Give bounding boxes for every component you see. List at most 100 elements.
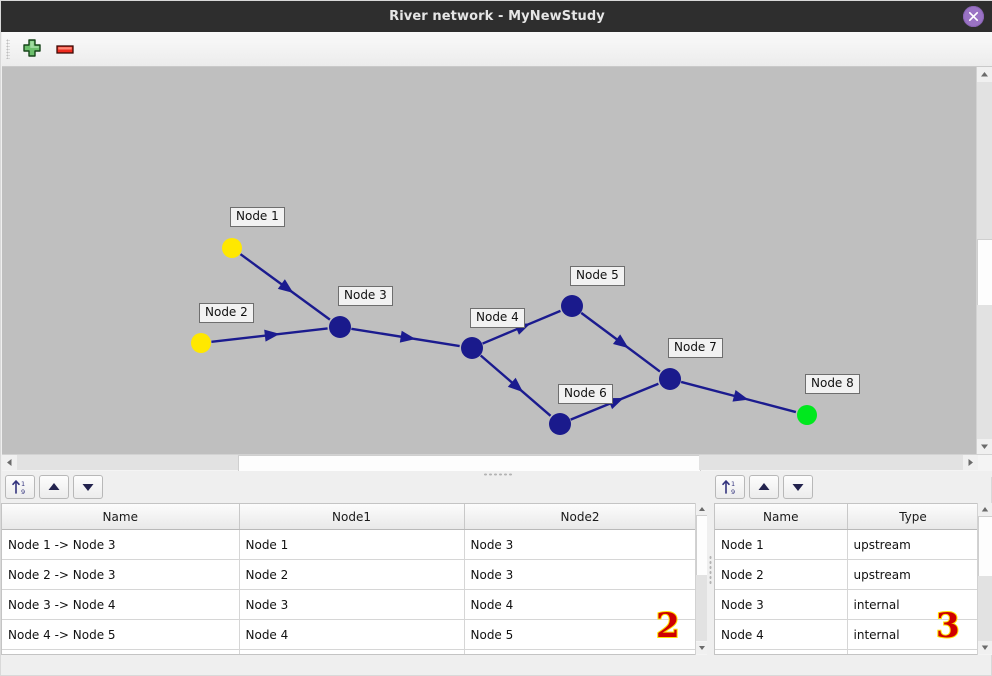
- graph-node-node-8[interactable]: [797, 405, 817, 425]
- table-cell[interactable]: Node 3 -> Node 4: [2, 589, 240, 620]
- scroll-thumb-horizontal[interactable]: [238, 455, 701, 472]
- table-cell-empty[interactable]: [2, 649, 240, 654]
- table-cell[interactable]: Node 2: [715, 559, 848, 590]
- scroll-down-arrow[interactable]: [977, 439, 992, 454]
- horizontal-splitter[interactable]: [2, 471, 992, 477]
- graph-vertical-scrollbar[interactable]: [976, 67, 992, 454]
- graph-node-node-1[interactable]: [222, 238, 242, 258]
- vertical-splitter[interactable]: [707, 477, 714, 675]
- table-cell[interactable]: Node 3: [715, 589, 848, 620]
- nodes-scroll-down-arrow[interactable]: [978, 641, 992, 654]
- graph-node-label[interactable]: Node 1: [230, 207, 285, 227]
- add-icon[interactable]: [19, 36, 45, 62]
- graph-node-node-5[interactable]: [561, 295, 583, 317]
- nodes-move-down-icon[interactable]: [783, 475, 813, 499]
- graph-edge-arrow-icon: [612, 334, 629, 349]
- graph-node-node-7[interactable]: [659, 368, 681, 390]
- graph-edge-arrow-icon: [277, 279, 294, 293]
- table-cell[interactable]: Node 1: [239, 529, 465, 560]
- table-empty-row[interactable]: [2, 649, 695, 654]
- column-header[interactable]: Node2: [464, 504, 695, 530]
- table-cell[interactable]: Node 3: [239, 589, 465, 620]
- table-cell[interactable]: Node 2: [239, 559, 465, 590]
- graph-node-label[interactable]: Node 3: [338, 286, 393, 306]
- table-cell-empty[interactable]: [464, 649, 695, 654]
- table-cell[interactable]: Node 1 -> Node 3: [2, 529, 240, 560]
- graph-node-node-3[interactable]: [329, 316, 351, 338]
- scroll-right-arrow[interactable]: [963, 455, 978, 470]
- toolbar-grip[interactable]: [6, 39, 10, 59]
- annotation-number-3: 3: [935, 606, 961, 646]
- graph-node-node-2[interactable]: [191, 333, 211, 353]
- nodes-scroll-track[interactable]: [978, 576, 992, 641]
- scroll-track-lower[interactable]: [977, 305, 992, 439]
- graph-node-node-4[interactable]: [461, 337, 483, 359]
- table-cell[interactable]: upstream: [847, 559, 977, 590]
- table-cell-empty[interactable]: [239, 649, 465, 654]
- table-empty-row[interactable]: [715, 649, 977, 654]
- table-cell-empty[interactable]: [715, 649, 848, 654]
- reaches-vertical-scrollbar[interactable]: [695, 503, 710, 655]
- reaches-scroll-down-arrow[interactable]: [696, 642, 708, 654]
- table-cell[interactable]: Node 4: [715, 619, 848, 650]
- nodes-scroll-up-arrow[interactable]: [978, 503, 992, 516]
- nodes-sort-icon[interactable]: 1 9: [715, 475, 745, 499]
- column-header[interactable]: Name: [2, 504, 240, 530]
- table-cell[interactable]: Node 2 -> Node 3: [2, 559, 240, 590]
- scroll-thumb-vertical[interactable]: [977, 239, 992, 307]
- svg-text:1: 1: [21, 480, 25, 488]
- graph-node-label[interactable]: Node 6: [558, 384, 613, 404]
- graph-node-label[interactable]: Node 5: [570, 266, 625, 286]
- hscroll-track-left[interactable]: [17, 455, 238, 470]
- reaches-sort-icon[interactable]: 1 9: [5, 475, 35, 499]
- table-cell[interactable]: Node 3: [464, 529, 695, 560]
- column-header[interactable]: Type: [847, 504, 977, 530]
- table-cell[interactable]: internal: [847, 589, 977, 620]
- delete-icon[interactable]: [52, 36, 78, 62]
- table-cell[interactable]: Node 1: [715, 529, 848, 560]
- nodes-move-up-icon[interactable]: [749, 475, 779, 499]
- table-cell[interactable]: Node 3: [464, 559, 695, 590]
- scroll-left-arrow[interactable]: [2, 455, 17, 470]
- graph-node-label[interactable]: Node 8: [805, 374, 860, 394]
- network-graph-canvas[interactable]: Node 1 Node 2 Node 3 Node 4 Node 5 Node 6 Node…: [2, 67, 992, 454]
- graph-edge-arrow-icon: [732, 390, 749, 402]
- nodes-vertical-scrollbar[interactable]: [977, 503, 992, 655]
- graph-node-node-6[interactable]: [549, 413, 571, 435]
- reaches-move-up-icon[interactable]: [39, 475, 69, 499]
- reaches-move-down-icon[interactable]: [73, 475, 103, 499]
- table-cell[interactable]: Node 4 -> Node 5: [2, 619, 240, 650]
- table-cell[interactable]: internal: [847, 619, 977, 650]
- table-cell[interactable]: Node 4: [464, 589, 695, 620]
- column-header[interactable]: Node1: [239, 504, 465, 530]
- scroll-track-upper[interactable]: [977, 82, 992, 239]
- close-icon[interactable]: [963, 6, 984, 27]
- scroll-up-arrow[interactable]: [977, 67, 992, 82]
- table-cell[interactable]: Node 4: [239, 619, 465, 650]
- graph-node-label[interactable]: Node 2: [199, 303, 254, 323]
- graph-node-label[interactable]: Node 7: [668, 338, 723, 358]
- reaches-scroll-up-arrow[interactable]: [696, 503, 708, 515]
- table-cell[interactable]: Node 5: [464, 619, 695, 650]
- graph-horizontal-scrollbar[interactable]: [2, 454, 992, 472]
- nodes-scroll-thumb[interactable]: [978, 516, 992, 578]
- table-cell-empty[interactable]: [847, 649, 977, 654]
- hscroll-track-right[interactable]: [699, 455, 963, 470]
- graph-node-label[interactable]: Node 4: [470, 308, 525, 328]
- reaches-scroll-track[interactable]: [696, 575, 708, 641]
- table-cell[interactable]: upstream: [847, 529, 977, 560]
- column-header[interactable]: Name: [715, 504, 848, 530]
- graph-edge-arrow-icon: [399, 330, 416, 343]
